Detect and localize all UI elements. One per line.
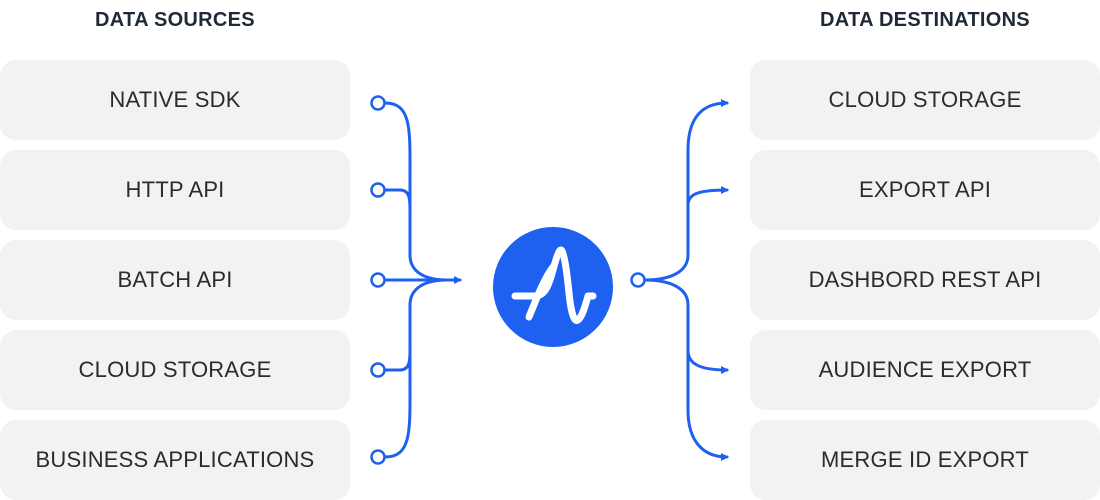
source-card-native-sdk[interactable]: NATIVE SDK xyxy=(0,60,350,140)
sources-heading: DATA SOURCES xyxy=(95,9,255,31)
destination-connector-cloud-storage xyxy=(643,99,729,282)
destination-card-dashbord-rest-api[interactable]: DASHBORD REST API xyxy=(750,240,1100,320)
source-connector-business-applications xyxy=(383,278,449,459)
destination-card-merge-id-export[interactable]: MERGE ID EXPORT xyxy=(750,420,1100,500)
source-card-cloud-storage[interactable]: CLOUD STORAGE xyxy=(0,330,350,410)
source-card-business-applications[interactable]: BUSINESS APPLICATIONS xyxy=(0,420,350,500)
destination-connector-export-api xyxy=(686,186,729,207)
hub-output-dot xyxy=(630,272,646,288)
source-connector-native-sdk xyxy=(383,101,449,282)
destination-card-export-api[interactable]: EXPORT API xyxy=(750,150,1100,230)
source-card-http-api[interactable]: HTTP API xyxy=(0,150,350,230)
source-endpoint-dot xyxy=(370,272,386,288)
source-endpoint-dot xyxy=(370,449,386,465)
destination-card-audience-export[interactable]: AUDIENCE EXPORT xyxy=(750,330,1100,410)
destination-card-cloud-storage[interactable]: CLOUD STORAGE xyxy=(750,60,1100,140)
source-endpoint-dot xyxy=(370,362,386,378)
source-connector-cloud-storage xyxy=(383,348,412,372)
source-endpoint-dot xyxy=(370,95,386,111)
amplitude-logo-icon xyxy=(493,227,613,347)
source-connector-http-api xyxy=(383,188,412,212)
source-card-batch-api[interactable]: BATCH API xyxy=(0,240,350,320)
destination-connector-audience-export xyxy=(686,348,729,374)
source-endpoint-dot xyxy=(370,182,386,198)
destinations-heading: DATA DESTINATIONS xyxy=(820,9,1030,31)
destination-connector-merge-id-export xyxy=(643,278,729,461)
